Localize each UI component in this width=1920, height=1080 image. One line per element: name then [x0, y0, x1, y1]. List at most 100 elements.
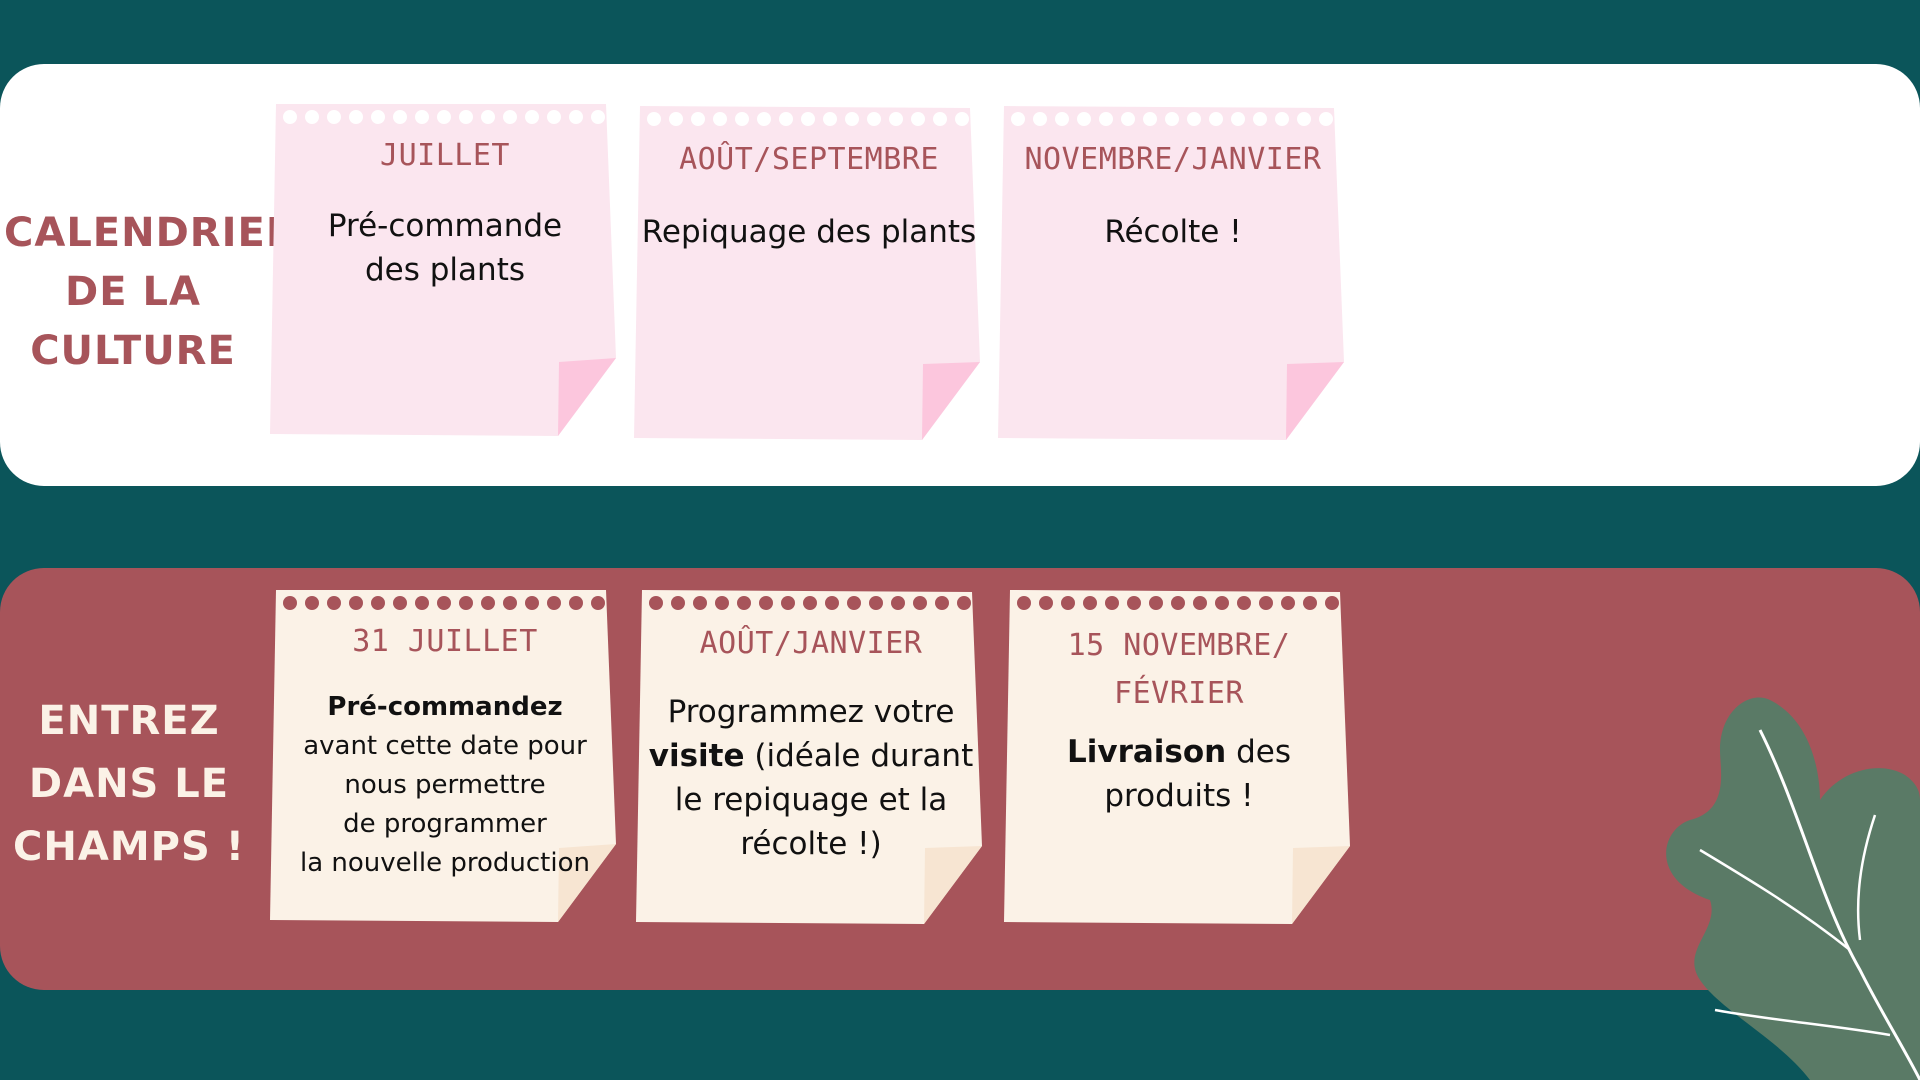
binder-hole [1303, 596, 1317, 610]
binder-hole [669, 112, 683, 126]
note-text-line: avant cette date pour [303, 731, 587, 761]
note-month: 15 NOVEMBRE/ FÉVRIER [1004, 622, 1354, 718]
calendar-title: CALENDRIER DE LA CULTURE [4, 204, 297, 381]
binder-hole [305, 596, 319, 610]
binder-hole [913, 596, 927, 610]
binder-hole [1275, 112, 1289, 126]
binder-hole [591, 110, 605, 124]
binder-hole [1171, 596, 1185, 610]
binder-hole [933, 112, 947, 126]
note-text-line: Repiquage des plants [641, 214, 977, 250]
calendar-title-line: DE LA [65, 269, 201, 315]
binder-hole [1105, 596, 1119, 610]
note-text: Récolte ! [998, 210, 1348, 254]
note-text: Pré-commande des plants [270, 204, 620, 292]
binder-hole [957, 596, 971, 610]
binder-hole [547, 596, 561, 610]
binder-hole [825, 596, 839, 610]
binder-hole [647, 112, 661, 126]
binder-hole [1259, 596, 1273, 610]
note-text-span: des [1226, 734, 1291, 770]
binder-hole [867, 112, 881, 126]
binder-hole [1209, 112, 1223, 126]
binder-hole [1121, 112, 1135, 126]
note-paper [636, 590, 982, 924]
binder-hole [779, 112, 793, 126]
note-text-line: Récolte ! [1104, 214, 1242, 250]
binder-hole [1077, 112, 1091, 126]
note-paper [998, 106, 1344, 440]
note-text-line: de programmer [343, 809, 547, 839]
note-month: AOÛT/SEPTEMBRE [679, 142, 939, 177]
note-month-line: 15 NOVEMBRE/ [1067, 628, 1291, 663]
binder-hole [591, 596, 605, 610]
binder-hole [671, 596, 685, 610]
note-text: Programmez votre visite (idéale durant l… [636, 690, 986, 866]
visit-note-aug-jan: AOÛT/JANVIER Programmez votre visite (id… [636, 590, 986, 926]
visit-title-line: ENTREZ [38, 698, 220, 744]
binder-hole [1083, 596, 1097, 610]
binder-hole [349, 596, 363, 610]
visit-note-nov-feb: 15 NOVEMBRE/ FÉVRIER Livraison des produ… [1004, 590, 1354, 926]
binder-hole [503, 110, 517, 124]
binder-hole [1099, 112, 1113, 126]
note-text: Repiquage des plants [634, 210, 984, 254]
note-paper [270, 590, 616, 922]
binder-hole [649, 596, 663, 610]
binder-hole [889, 112, 903, 126]
binder-hole [1253, 112, 1267, 126]
binder-hole [371, 110, 385, 124]
binder-hole [481, 110, 495, 124]
binder-hole [1237, 596, 1251, 610]
binder-hole [525, 596, 539, 610]
note-month: 31 JUILLET [352, 624, 538, 659]
binder-hole [715, 596, 729, 610]
binder-hole [1281, 596, 1295, 610]
binder-hole [327, 596, 341, 610]
binder-hole [1325, 596, 1339, 610]
note-text-line: la nouvelle production [300, 848, 590, 878]
binder-hole [1231, 112, 1245, 126]
binder-hole [459, 596, 473, 610]
binder-hole [1011, 112, 1025, 126]
note-text-line: Pré-commande [327, 208, 563, 244]
note-text-line: le repiquage et la [674, 782, 948, 818]
binder-hole [371, 596, 385, 610]
binder-hole [459, 110, 473, 124]
binder-hole [437, 110, 451, 124]
calendar-note-nov-jan: NOVEMBRE/JANVIER Récolte ! [998, 106, 1348, 442]
binder-hole [1039, 596, 1053, 610]
binder-hole [891, 596, 905, 610]
binder-hole [1143, 112, 1157, 126]
calendar-title-line: CULTURE [30, 328, 236, 374]
binder-hole [569, 110, 583, 124]
binder-hole [327, 110, 341, 124]
note-text-line: Programmez votre [667, 694, 955, 730]
note-text-span: (idéale durant [744, 738, 974, 774]
binder-hole [1193, 596, 1207, 610]
binder-hole [503, 596, 517, 610]
note-month: NOVEMBRE/JANVIER [1024, 142, 1322, 177]
visit-title-line: CHAMPS ! [13, 824, 245, 870]
binder-hole [803, 596, 817, 610]
binder-hole [955, 112, 969, 126]
note-paper [1004, 590, 1350, 924]
note-text: Pré-commandez avant cette date pour nous… [270, 688, 620, 883]
binder-hole [283, 110, 297, 124]
binder-hole [349, 110, 363, 124]
binder-hole [845, 112, 859, 126]
binder-hole [823, 112, 837, 126]
binder-hole [481, 596, 495, 610]
binder-hole [569, 596, 583, 610]
binder-hole [693, 596, 707, 610]
calendar-note-july: JUILLET Pré-commande des plants [270, 104, 620, 440]
binder-hole [735, 112, 749, 126]
binder-hole [1127, 596, 1141, 610]
binder-hole [691, 112, 705, 126]
binder-hole [393, 596, 407, 610]
visit-title-line: DANS LE [28, 761, 230, 807]
binder-hole [737, 596, 751, 610]
note-paper [634, 106, 980, 440]
binder-hole [757, 112, 771, 126]
visit-note-july-31: 31 JUILLET Pré-commandez avant cette dat… [270, 590, 620, 926]
